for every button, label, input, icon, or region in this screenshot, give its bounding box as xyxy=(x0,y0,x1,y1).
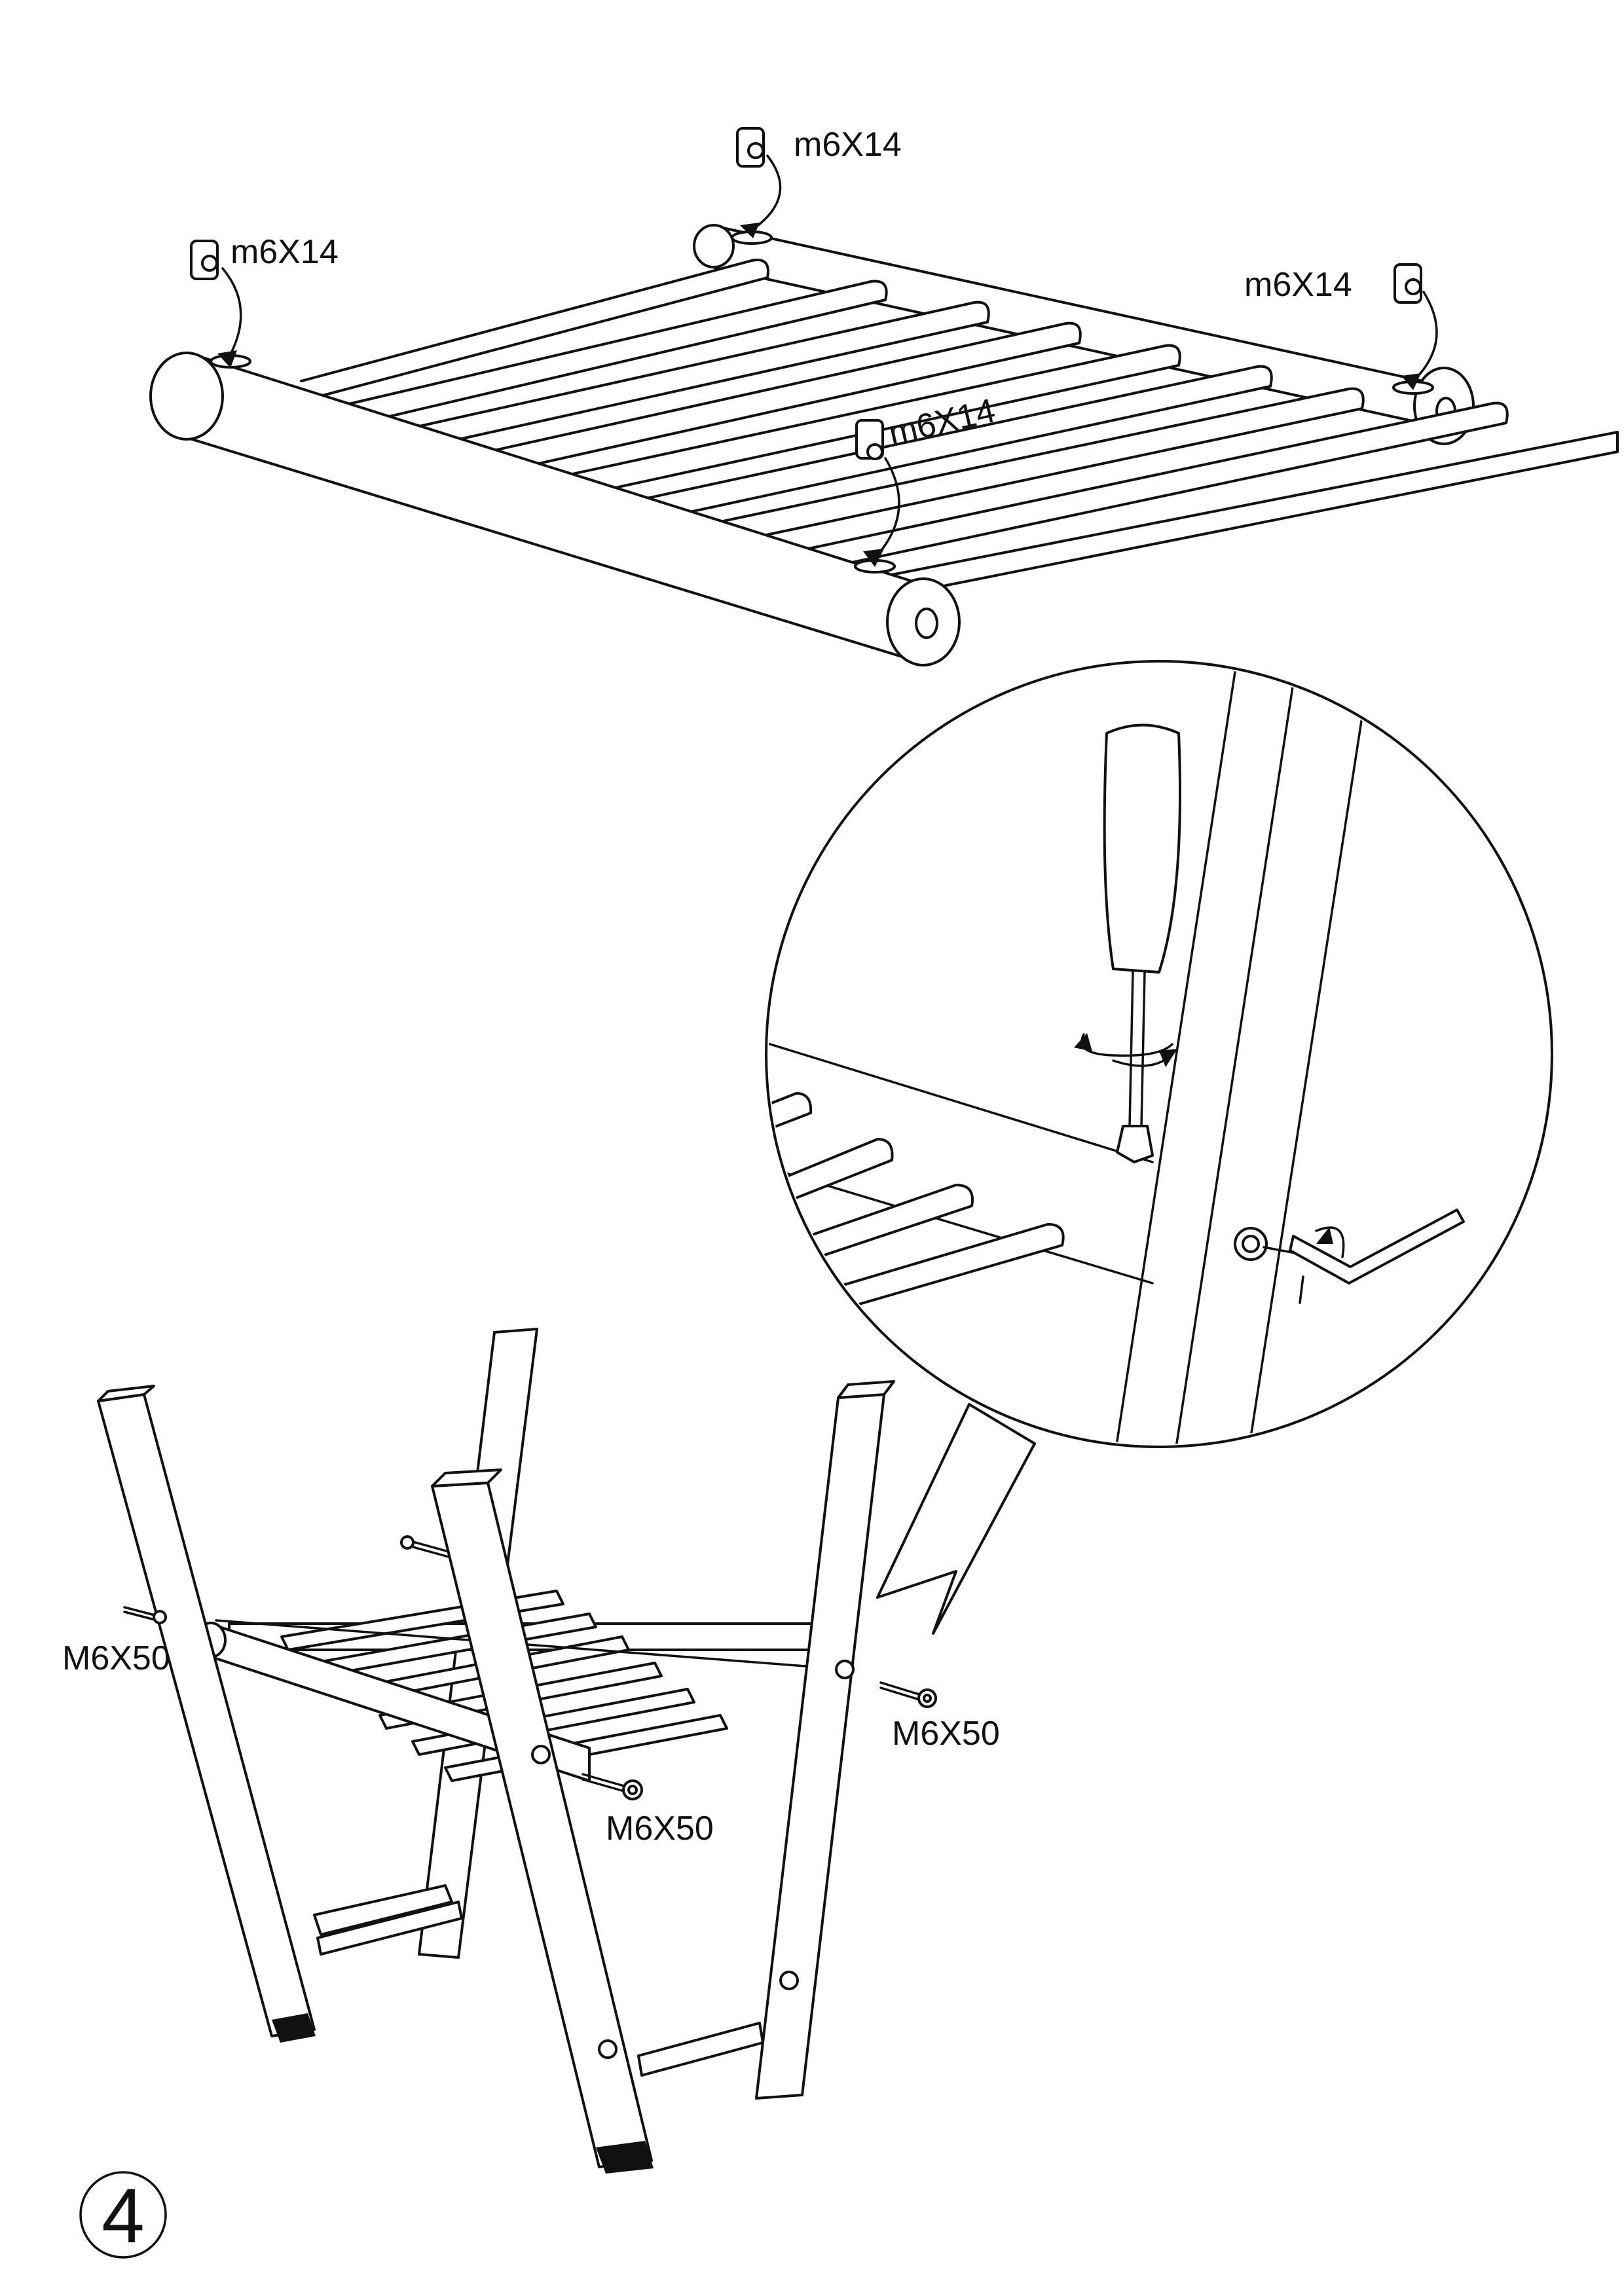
step-number: 4 xyxy=(101,2173,145,2259)
barrel-nut-2 xyxy=(736,127,782,238)
barrel-nut-label-3: m6X14 xyxy=(1244,266,1352,304)
detail-rods xyxy=(769,1092,1065,1317)
step-badge: 4 xyxy=(79,2171,167,2259)
detail-callout xyxy=(876,1403,1036,1635)
detail-view xyxy=(765,660,1553,1635)
stand-assembly: M6X50 M6X50 M6X50 xyxy=(62,1328,1000,2174)
bolt-2 xyxy=(400,1535,450,1558)
barrel-nut-1 xyxy=(190,240,242,368)
front-rail-end-left xyxy=(149,352,224,441)
bolt-1 xyxy=(123,1606,167,1624)
barrel-nut-label-1: m6X14 xyxy=(231,233,339,271)
bolt-label-1: M6X50 xyxy=(62,1639,170,1677)
barrel-nut-label-2: m6X14 xyxy=(794,126,902,164)
barrel-nut-4 xyxy=(855,419,900,567)
bolt-3 xyxy=(581,1773,643,1800)
shelf-frame-top: m6X14 m6X14 m6X14 m6X14 xyxy=(149,126,1619,666)
bolt-label-3: M6X50 xyxy=(892,1715,1000,1753)
screwdriver-icon xyxy=(1074,723,1181,1163)
back-rail-end xyxy=(693,224,735,268)
leg-front-left xyxy=(97,1393,316,2037)
slats xyxy=(300,259,1619,604)
barrel-nut-3 xyxy=(1393,263,1438,390)
leg-front-right xyxy=(755,1393,885,2100)
hex-key-icon xyxy=(1289,1209,1465,1304)
bolt-4 xyxy=(879,1681,937,1708)
bolt-label-2: M6X50 xyxy=(606,1810,714,1848)
